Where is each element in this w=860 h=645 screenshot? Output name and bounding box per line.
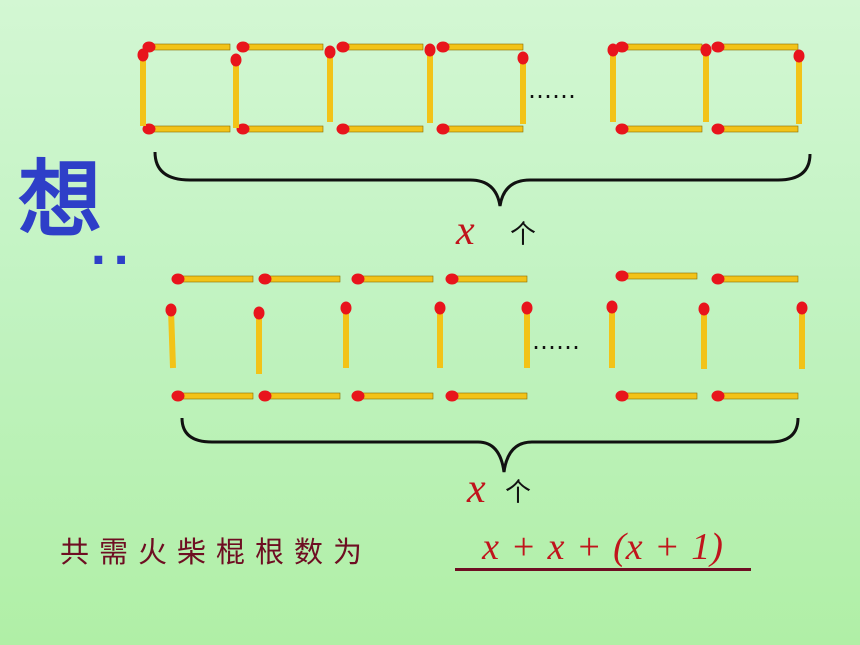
top-match-vertical-5 <box>517 51 529 124</box>
bottom-match-horizontal-top-3 <box>351 273 434 285</box>
bottom-match-horizontal-bottom-3 <box>351 390 434 402</box>
bottom-match-horizontal-top-5 <box>615 270 698 282</box>
bottom-match-vertical-1 <box>165 303 177 369</box>
top-match-vertical-8 <box>793 49 805 124</box>
bottom-match-horizontal-top-6 <box>711 273 799 285</box>
bottom-ellipsis: …… <box>532 327 580 355</box>
top-match-vertical-6 <box>607 43 619 122</box>
bottom-match-horizontal-bottom-4 <box>445 390 528 402</box>
top-match-horizontal-bottom-3 <box>336 123 424 135</box>
bottom-count-unit: 个 <box>505 478 532 508</box>
matchsticks-layer <box>137 41 808 402</box>
top-match-vertical-7 <box>700 43 712 122</box>
formula-answer-underline <box>455 568 751 571</box>
bottom-match-horizontal-top-4 <box>445 273 528 285</box>
top-ellipsis: …… <box>528 76 576 104</box>
top-match-horizontal-bottom-6 <box>711 123 799 135</box>
top-count-variable: x <box>456 208 475 254</box>
bottom-match-horizontal-bottom-5 <box>615 390 698 402</box>
bottom-curly-brace <box>180 417 800 473</box>
top-match-vertical-1 <box>137 48 149 126</box>
top-curly-brace <box>153 151 812 207</box>
top-match-horizontal-bottom-2 <box>236 123 324 135</box>
bottom-match-vertical-8 <box>796 301 808 369</box>
heading-think: 想 <box>18 151 103 249</box>
top-match-horizontal-bottom-1 <box>142 123 231 135</box>
bottom-match-horizontal-bottom-2 <box>258 390 341 402</box>
bottom-match-vertical-2 <box>253 306 265 374</box>
top-match-vertical-2 <box>230 53 242 128</box>
bottom-match-vertical-5 <box>521 301 533 368</box>
formula-label: 共需火柴棍根数为 <box>60 535 373 569</box>
top-match-horizontal-top-3 <box>336 41 424 53</box>
heading-colon: .. <box>90 224 136 275</box>
top-match-vertical-4 <box>424 43 436 123</box>
top-match-horizontal-top-5 <box>615 41 703 53</box>
bottom-match-horizontal-top-2 <box>258 273 341 285</box>
bottom-match-horizontal-bottom-6 <box>711 390 799 402</box>
top-match-vertical-3 <box>324 45 336 122</box>
bottom-match-vertical-3 <box>340 301 352 368</box>
bottom-match-vertical-7 <box>698 302 710 369</box>
top-count-unit: 个 <box>510 220 537 250</box>
bottom-match-horizontal-bottom-1 <box>171 390 254 402</box>
top-match-horizontal-bottom-5 <box>615 123 703 135</box>
top-match-horizontal-top-2 <box>236 41 324 53</box>
bottom-match-vertical-4 <box>434 301 446 368</box>
bottom-match-horizontal-top-1 <box>171 273 254 285</box>
top-match-horizontal-top-4 <box>436 41 524 53</box>
formula-answer: x + x + (x + 1) <box>482 526 723 568</box>
top-match-horizontal-bottom-4 <box>436 123 524 135</box>
bottom-count-variable: x <box>467 466 486 512</box>
top-match-horizontal-top-1 <box>142 41 231 53</box>
bottom-match-vertical-6 <box>606 300 618 368</box>
top-match-horizontal-top-6 <box>711 41 799 53</box>
